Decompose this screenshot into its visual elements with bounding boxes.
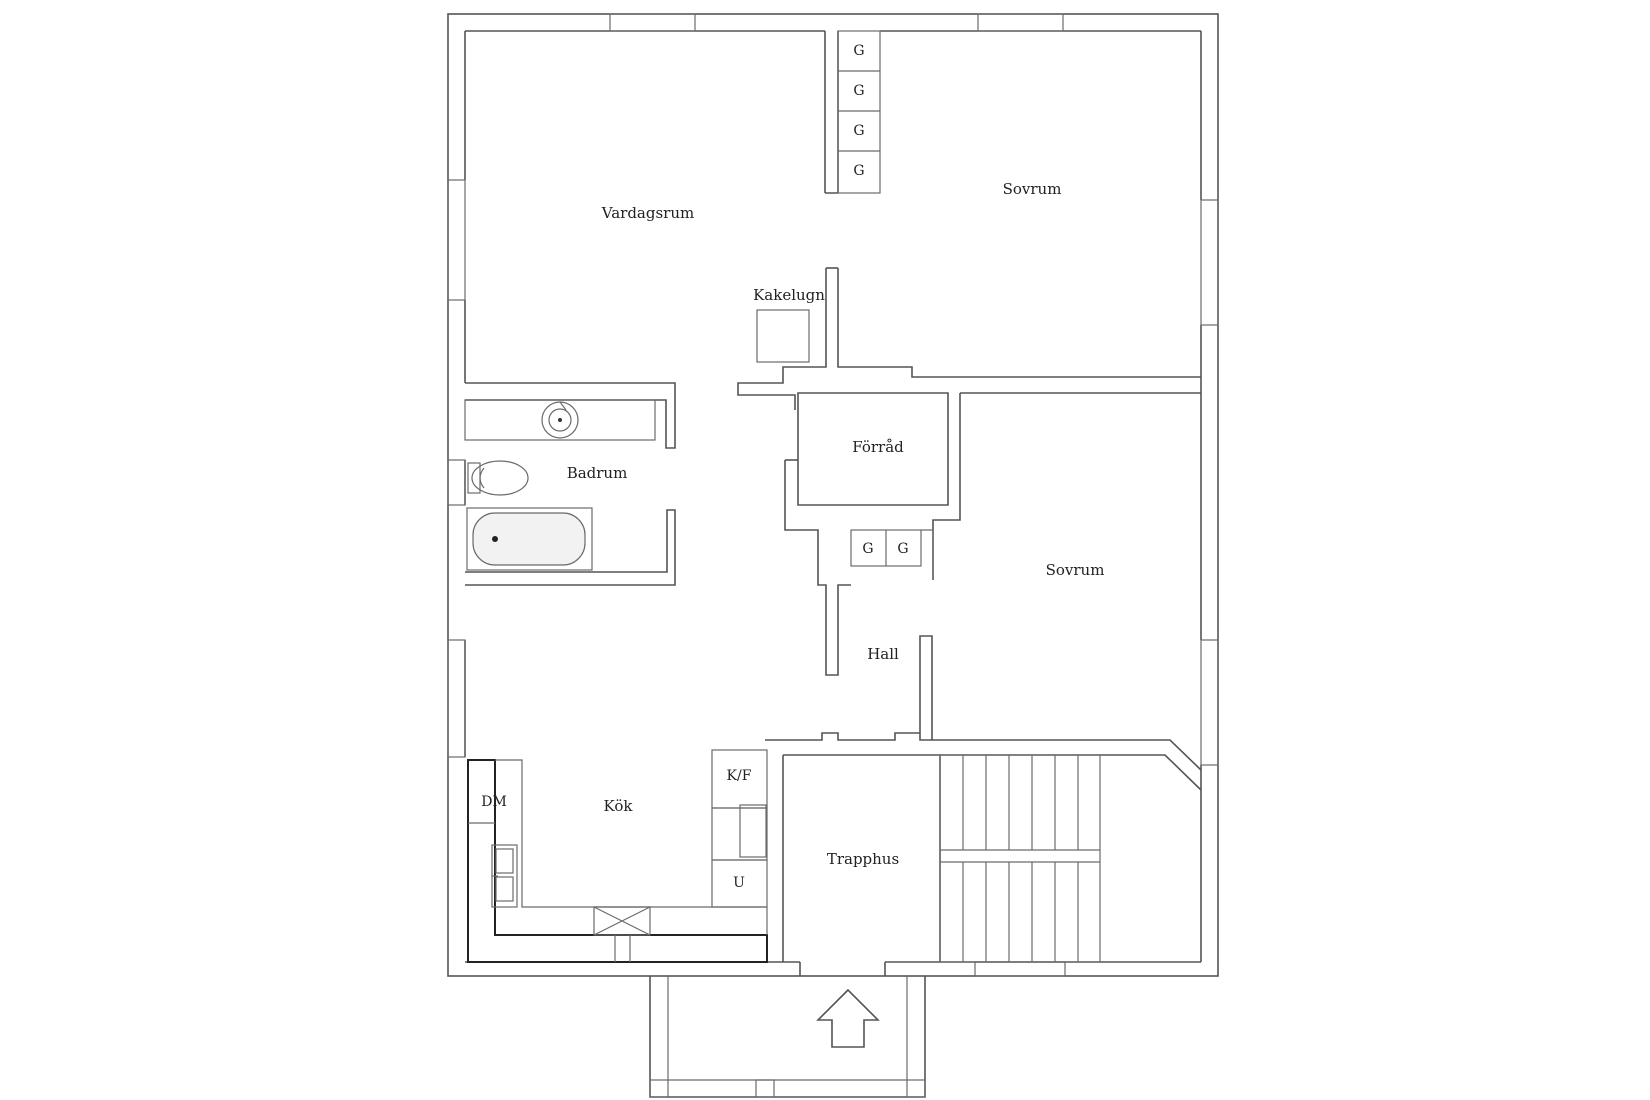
room-label-kakelugn: Kakelugn — [753, 286, 825, 304]
wardrobe-label: G — [853, 83, 864, 99]
bathroom-fixtures — [464, 399, 656, 571]
bathtub-outer — [466, 507, 593, 571]
wardrobe-box — [837, 30, 881, 194]
stairs — [939, 754, 1101, 963]
wardrobe-label: G — [853, 123, 864, 139]
room-label-vardagsrum: Vardagsrum — [601, 204, 694, 222]
room-label-hall: Hall — [867, 645, 899, 663]
interior-walls — [465, 31, 1202, 791]
window — [1200, 639, 1219, 766]
wardrobe-label: G — [897, 541, 908, 557]
window — [447, 179, 466, 301]
wardrobes-top — [837, 30, 881, 194]
fridge-label: K/F — [727, 768, 752, 784]
room-label-trapphus: Trapphus — [827, 850, 899, 868]
cooktop-icon — [739, 804, 767, 858]
oven-label: U — [733, 875, 745, 891]
stairwell — [782, 754, 1101, 976]
room-label-sovrum-right: Sovrum — [1046, 561, 1105, 579]
room-label-sovrum-top: Sovrum — [1003, 180, 1062, 198]
wardrobes-hall — [850, 529, 934, 580]
wardrobe-label: G — [862, 541, 873, 557]
windows — [447, 13, 1219, 977]
toilet-icon — [471, 460, 529, 496]
window — [447, 639, 466, 758]
window — [1200, 199, 1219, 326]
wardrobe-label: G — [853, 43, 864, 59]
dishwasher-label: DM — [481, 794, 507, 810]
kitchen-counters — [467, 749, 768, 963]
outer-walls — [447, 13, 1219, 977]
entrance-porch — [649, 976, 926, 1098]
vanity-counter — [464, 399, 656, 441]
oven-unit — [711, 859, 768, 908]
room-label-kok: Kök — [604, 797, 634, 815]
room-label-badrum: Badrum — [567, 464, 628, 482]
corner-cabinet — [593, 906, 651, 962]
wardrobe-label: G — [853, 163, 864, 179]
entrance-arrow-icon — [816, 988, 880, 1048]
kakelugn-stove — [756, 309, 810, 363]
window — [447, 459, 466, 506]
room-label-forrad: Förråd — [852, 438, 904, 456]
window — [974, 961, 1066, 977]
bathtub-icon — [472, 512, 586, 566]
window — [977, 13, 1064, 32]
window — [609, 13, 696, 32]
